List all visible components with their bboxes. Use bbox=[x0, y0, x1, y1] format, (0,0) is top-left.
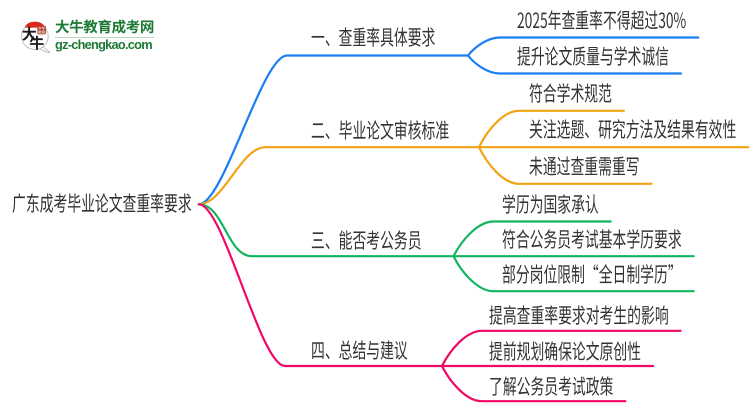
leaf-node[interactable]: 未通过查重需重写 bbox=[529, 150, 640, 181]
logo-icon: 大牛 教育 大 牛 bbox=[21, 21, 51, 54]
leaf-node[interactable]: 部分岗位限制“全日制学历” bbox=[502, 258, 682, 289]
logo-text: 大牛教育成考网 gz-chengkao.com bbox=[55, 16, 155, 61]
branch-connector bbox=[197, 203, 444, 368]
leaf-node[interactable]: 符合学术规范 bbox=[529, 77, 612, 108]
leaf-node[interactable]: 提前规划确保论文原创性 bbox=[489, 335, 641, 366]
leaf-node[interactable]: 提升论文质量与学术诚信 bbox=[517, 40, 669, 71]
branch-label-1[interactable]: 一、查重率具体要求 bbox=[311, 22, 436, 52]
logo-domain: gz-chengkao.com bbox=[55, 36, 153, 52]
leaf-connector bbox=[477, 109, 626, 149]
leaf-connector bbox=[477, 146, 653, 185]
leaf-node[interactable]: 关注选题、研究方法及结果有效性 bbox=[529, 114, 737, 145]
leaf-node[interactable]: 提高查重率要求对考生的影响 bbox=[489, 300, 669, 331]
leaf-connector bbox=[452, 255, 695, 293]
branch-label-2[interactable]: 二、毕业论文审核标准 bbox=[311, 114, 450, 145]
seal-stamp bbox=[37, 25, 46, 35]
leaf-connector bbox=[466, 36, 700, 57]
svg-text:教育: 教育 bbox=[38, 29, 46, 35]
logo-divider bbox=[55, 36, 155, 38]
seal-glyphs: 大牛 bbox=[38, 26, 46, 32]
root-node[interactable]: 广东成考毕业论文查重率要求 bbox=[11, 188, 192, 219]
branch-label-3[interactable]: 三、能否考公务员 bbox=[311, 225, 422, 256]
icon-char-niu: 牛 bbox=[29, 33, 44, 54]
branch-connector bbox=[197, 54, 470, 206]
leaf-node[interactable]: 2025年查重率不得超过30% bbox=[517, 4, 687, 35]
logo-title: 大牛教育成考网 bbox=[55, 16, 155, 37]
branch-label-4[interactable]: 四、总结与建议 bbox=[311, 335, 408, 365]
leaf-node[interactable]: 学历为国家承认 bbox=[502, 189, 599, 219]
branch-connector bbox=[197, 203, 455, 258]
leaf-connector bbox=[452, 220, 612, 258]
leaf-node[interactable]: 符合公务员考试基本学历要求 bbox=[502, 223, 682, 254]
site-logo[interactable]: 大牛 教育 大 牛 大牛教育成考网 gz-chengkao.com bbox=[20, 16, 155, 61]
leaf-node[interactable]: 了解公务员考试政策 bbox=[489, 370, 614, 401]
leaf-connector bbox=[440, 329, 682, 368]
icon-char-da: 大 bbox=[22, 24, 37, 45]
branch-connector bbox=[197, 146, 481, 206]
leaf-connector bbox=[466, 54, 683, 75]
leaf-connector bbox=[440, 364, 627, 403]
